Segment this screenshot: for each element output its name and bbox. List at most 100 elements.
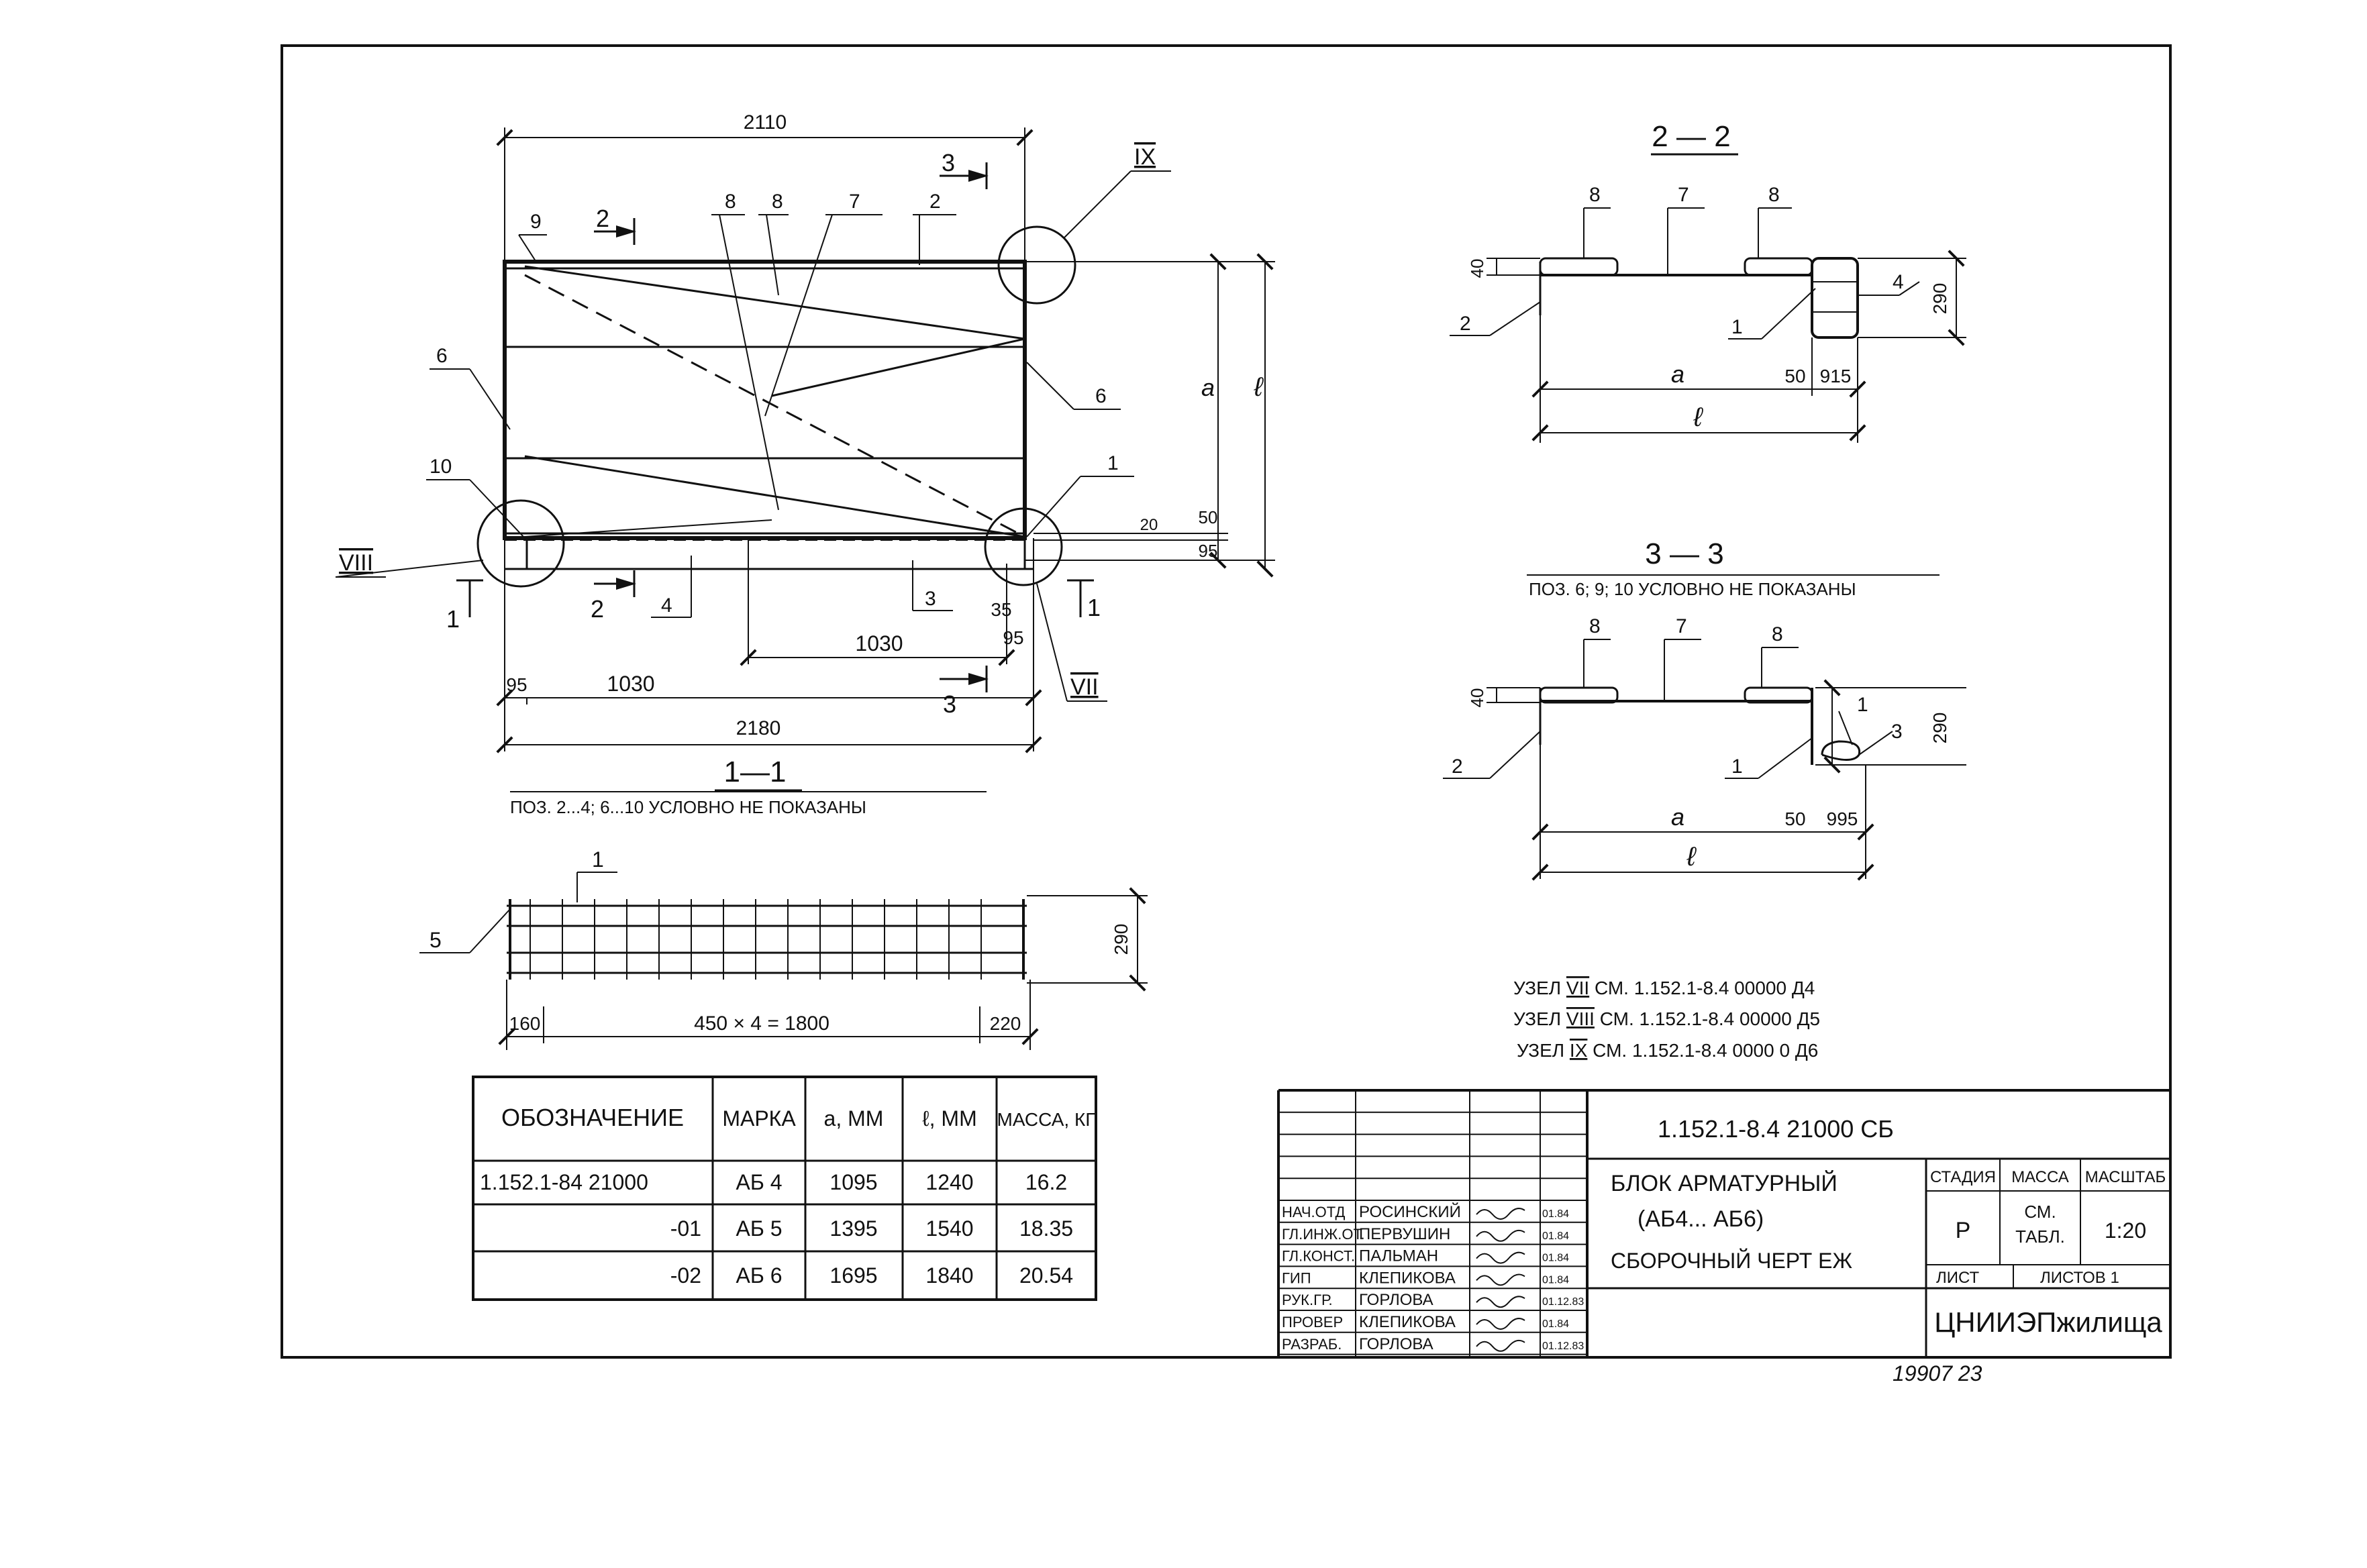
staff-role: ГИП — [1282, 1269, 1311, 1286]
staff-name: ГОРЛОВА — [1359, 1291, 1433, 1309]
cut-2-top: 2 — [596, 205, 609, 232]
cell-r3-a: 1695 — [829, 1263, 877, 1288]
staff-date: 01.84 — [1542, 1318, 1569, 1330]
staff-date: 01.84 — [1542, 1208, 1569, 1220]
doc-name-3: СБОРОЧНЫЙ ЧЕРТ ЕЖ — [1611, 1249, 1852, 1273]
cell-r3-mass: 20.54 — [1019, 1263, 1073, 1288]
staff-date: 01.84 — [1542, 1253, 1569, 1264]
cell-r1-mass: 16.2 — [1025, 1170, 1067, 1194]
cell-r2-mark: АБ 5 — [736, 1216, 782, 1241]
signature — [1476, 1296, 1525, 1308]
dim-95-right: 95 — [1003, 627, 1023, 648]
node-label-viii: VIII — [339, 550, 373, 576]
staff-date: 01.84 — [1542, 1231, 1569, 1242]
spec-table: ОБОЗНАЧЕНИЕ МАРКА a, ММ ℓ, ММ МАССА, КГ … — [472, 1076, 1097, 1301]
pos-7: 7 — [849, 191, 860, 213]
signature — [1476, 1208, 1525, 1220]
cell-r1-a: 1095 — [829, 1170, 877, 1194]
stage-header: СТАДИЯ — [1930, 1168, 1996, 1186]
pos-2-top: 2 — [929, 191, 941, 213]
dim-35: 35 — [991, 599, 1011, 620]
s22-dim-l: ℓ — [1693, 403, 1704, 432]
pos-9: 9 — [530, 211, 542, 233]
dim-1030-right: 1030 — [855, 631, 903, 656]
section-1-1-pos-1: 1 — [592, 847, 604, 872]
scale-header: МАСШТАБ — [2085, 1168, 2166, 1186]
signature — [1476, 1273, 1525, 1286]
s33-pos-7: 7 — [1676, 615, 1687, 637]
pos-1: 1 — [1107, 452, 1119, 474]
th-mark: МАРКА — [722, 1106, 796, 1131]
pos-3: 3 — [925, 588, 936, 610]
staff-role: НАЧ.ОТД — [1282, 1204, 1345, 1220]
s33-dim-50: 50 — [1784, 808, 1805, 829]
plan-view: 2110 95 1030 1030 2180 35 95 a ℓ 50 95 2… — [335, 111, 1275, 753]
staff-name: ПЕРВУШИН — [1359, 1225, 1450, 1243]
section-1-1-dim-290: 290 — [1111, 924, 1131, 955]
staff-name: ПАЛЬМАН — [1359, 1247, 1438, 1265]
cell-r3-designation: -02 — [670, 1263, 701, 1288]
section-1-1-title: 1—1 — [724, 755, 787, 788]
staff-role: РАЗРАБ. — [1282, 1336, 1342, 1353]
s22-pos-8a: 8 — [1589, 184, 1601, 206]
pos-5: 5 — [430, 928, 442, 952]
cut-2-bottom: 2 — [591, 595, 604, 623]
cell-r2-mass: 18.35 — [1019, 1216, 1073, 1241]
title-block-grid — [1278, 1111, 1587, 1355]
mass-header: МАССА — [2011, 1168, 2069, 1186]
signature — [1476, 1339, 1525, 1352]
cut-3-top: 3 — [942, 149, 955, 176]
sheet-frame — [281, 44, 2172, 1359]
doc-name-1: БЛОК АРМАТУРНЫЙ — [1611, 1171, 1837, 1196]
staff-name: КЛЕПИКОВА — [1359, 1269, 1456, 1287]
dim-l: ℓ — [1254, 372, 1264, 402]
staff-name: ГОРЛОВА — [1359, 1335, 1433, 1353]
section-1-1-note: ПОЗ. 2...4; 6...10 УСЛОВНО НЕ ПОКАЗАНЫ — [510, 797, 866, 817]
dim-1030-left: 1030 — [607, 672, 654, 696]
section-2-2: 2 — 2 8 7 8 2 1 4 40 29 — [1450, 120, 1966, 443]
s33-pos-3: 3 — [1891, 721, 1903, 743]
th-a: a, ММ — [824, 1106, 884, 1131]
s22-pos-4: 4 — [1893, 271, 1904, 293]
staff-role: РУК.ГР. — [1282, 1292, 1333, 1308]
dim-95-side: 95 — [1199, 541, 1218, 561]
dim-2110: 2110 — [744, 111, 787, 134]
pos-8a: 8 — [725, 191, 736, 213]
section-1-1: 1—1 ПОЗ. 2...4; 6...10 УСЛОВНО НЕ ПОКАЗА… — [419, 755, 1148, 1050]
staff-date: 01.12.83 — [1542, 1296, 1584, 1308]
section-3-3-title: 3 — 3 — [1645, 537, 1723, 570]
cell-r2-l: 1540 — [925, 1216, 973, 1241]
staff-name: РОСИНСКИЙ — [1359, 1202, 1461, 1221]
pos-6-right: 6 — [1095, 385, 1107, 407]
pos-4: 4 — [661, 594, 672, 617]
staff-name: КЛЕПИКОВА — [1359, 1313, 1456, 1331]
node-ref-viii: УЗЕЛ VIII СМ. 1.152.1-8.4 00000 Д5 — [1513, 1008, 1820, 1029]
s33-pos-1a: 1 — [1731, 755, 1743, 778]
dim-20: 20 — [1140, 516, 1158, 534]
s22-pos-8b: 8 — [1768, 184, 1780, 206]
s22-pos-1: 1 — [1731, 316, 1743, 338]
node-label-vii: VII — [1070, 674, 1099, 700]
sheets-header: ЛИСТОВ 1 — [2040, 1269, 2119, 1287]
s33-pos-2: 2 — [1452, 755, 1463, 778]
mass-value-1: СМ. — [2024, 1202, 2056, 1222]
s22-dim-915: 915 — [1820, 366, 1852, 386]
th-designation: ОБОЗНАЧЕНИЕ — [501, 1104, 684, 1131]
staff-date: 01.12.83 — [1542, 1341, 1584, 1352]
pos-6-left: 6 — [436, 345, 448, 367]
cell-r2-a: 1395 — [829, 1216, 877, 1241]
signature — [1476, 1251, 1525, 1264]
s33-dim-290: 290 — [1929, 713, 1950, 744]
signature — [1476, 1318, 1525, 1330]
node-label-ix: IX — [1134, 144, 1156, 170]
cell-r3-mark: АБ 6 — [736, 1263, 782, 1288]
staff-role: ПРОВЕР — [1282, 1314, 1343, 1330]
s22-pos-2: 2 — [1460, 313, 1471, 335]
s22-dim-50: 50 — [1784, 366, 1805, 386]
dim-95-left: 95 — [506, 674, 527, 695]
dim-a: a — [1201, 374, 1215, 401]
s22-dim-a: a — [1671, 360, 1684, 388]
